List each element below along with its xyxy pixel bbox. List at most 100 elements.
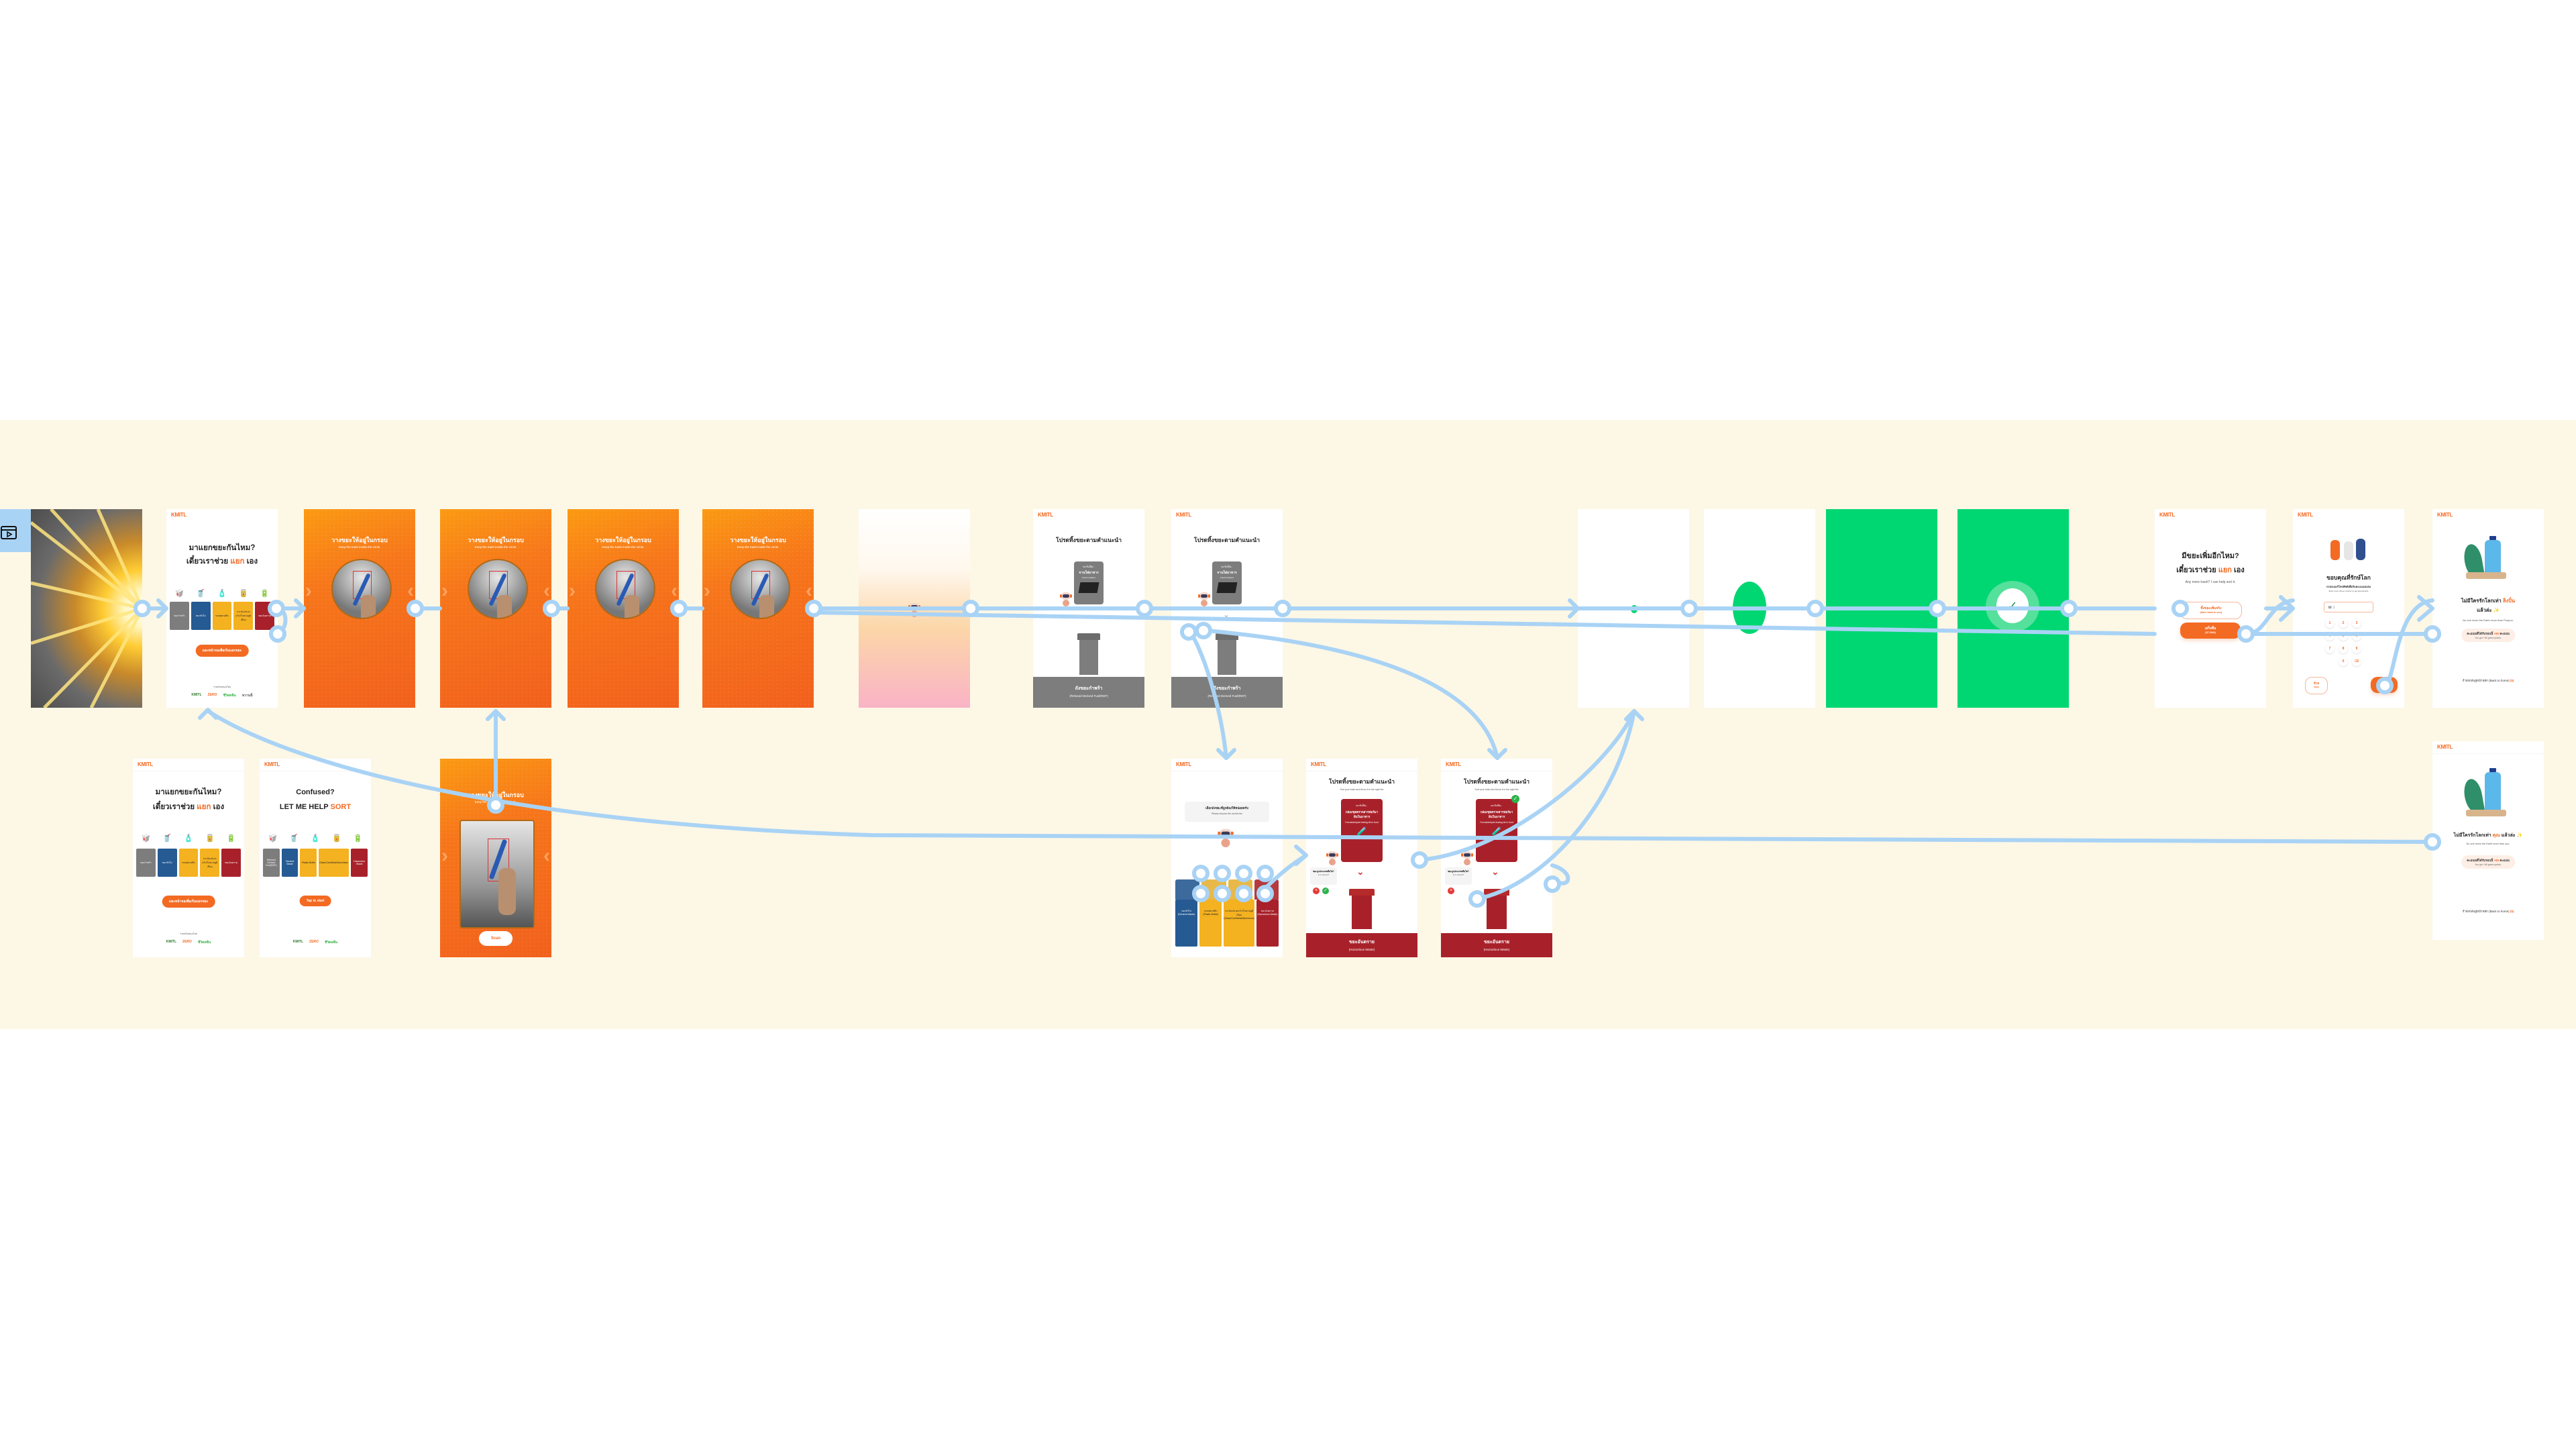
partner-logo: ชีวิตคลีน [197, 941, 211, 945]
more-trash-button[interactable]: ทิ้งขยะเพิ่มจริง (More trash to sort) [2180, 602, 2242, 619]
screen-scan-2[interactable]: วางขยะให้อยู่ในกรอบ Keep the trash insid… [440, 509, 551, 708]
screen-home-th[interactable]: KMITL มาแยกขยะกันไหม? เดี๋ยวเราช่วย แยก … [166, 509, 278, 708]
red-bin-icon [1484, 889, 1509, 929]
correct-button[interactable]: ✓ [1322, 888, 1329, 894]
scan-title: วางขยะให้อยู่ในกรอบ [331, 537, 388, 543]
plastic-bottle-icon: 🧴 [311, 835, 320, 843]
phone-subtitle-en: Enter your phone number to get greenpoin… [2328, 590, 2369, 592]
screen-more-trash[interactable]: KMITL มีขยะเพิ่มอีกไหม? เดี๋ยวเราช่วย แย… [2155, 509, 2266, 708]
home-en-title-line2: LET ME HELP SORT [260, 802, 371, 813]
red-bin-icon [1349, 889, 1375, 929]
general-waste-icon: 🥤 [196, 590, 206, 598]
screen-scan-3[interactable]: วางขยะให้อยู่ในกรอบ Keep the trash insid… [568, 509, 679, 708]
screen-thanks-named[interactable]: KMITL ไม่มีใครรักโลกเท่า ลิงปั๋น แล้วล่ะ… [2432, 509, 2544, 708]
screen-loading[interactable] [859, 509, 970, 708]
wrong-button[interactable]: × [1313, 888, 1320, 894]
food-container-icon [1078, 582, 1099, 593]
screen-transition-dot[interactable] [1578, 509, 1689, 708]
screen-success-check[interactable]: ✓ [1957, 509, 2069, 708]
instruct-title: โปรดทิ้งขยะตามคำแนะนำ [1329, 778, 1395, 785]
skip-button[interactable]: ข้าม (Skip) [2305, 677, 2328, 694]
screen-scan-4[interactable]: วางขยะให้อยู่ในกรอบ Keep the trash insid… [702, 509, 814, 708]
screen-instruct-hazardous-2[interactable]: KMITL โปรดทิ้งขยะตามคำแนะนำ Sort your tr… [1441, 759, 1552, 957]
earth-lover-illustration [2459, 536, 2520, 583]
choose-bin-hazardous[interactable]: ขยะอันตราย(Hazardous Waste) [1256, 900, 1279, 947]
screen-thanks-generic[interactable]: KMITL ไม่มีใครรักโลกเท่า คุณ แล้วล่ะ ✨ N… [2432, 741, 2544, 940]
finish-button[interactable]: เสร็จสิ้น (AT-0043) [2180, 623, 2241, 639]
bin-en: (Hazardous Waste) [1348, 948, 1375, 951]
phone-input[interactable]: ☎ 1 [2324, 602, 2373, 612]
start-sorting-button[interactable]: แตะหน้าจอเพื่อเริ่มแยกขยะ [195, 645, 249, 657]
scan-button[interactable]: Scan [479, 931, 513, 946]
can-glass-icon: 🥫 [205, 835, 215, 843]
title-text: เดี๋ยวเราช่วย [2176, 566, 2216, 574]
prototype-start-flag[interactable] [0, 509, 31, 552]
food-container-icon [1216, 582, 1238, 593]
screen-phone-entry[interactable]: KMITL ขอบคุณที่รักษ์โลก กรอกเบอร์โทรศัพท… [2293, 509, 2404, 708]
screen-scan-1[interactable]: วางขยะให้อยู่ในกรอบ Keep the trash insid… [304, 509, 415, 708]
waste-icons: 🥡🥤🧴🥫🔋 [263, 829, 368, 843]
countdown: (5) [2510, 679, 2514, 682]
screen-transition-circle[interactable] [1704, 509, 1815, 708]
card-item: จานใส่อาหาร [1217, 571, 1237, 575]
screen-choose-bin[interactable]: KMITL เลือกถังขยะที่ถูกต้องให้หน่อยครับ … [1171, 759, 1283, 957]
numpad-key[interactable]: 7 [2325, 644, 2334, 653]
wrong-button[interactable]: × [1448, 888, 1454, 894]
screen-instruct-hazardous-1[interactable]: KMITL โปรดทิ้งขยะตามคำแนะนำ Sort your tr… [1306, 759, 1417, 957]
bin-name: ถังขยะกำพร้า [1213, 686, 1241, 691]
points-badge: คะแนนที่ได้รับรอบนี้ +65 คะแนน You got +… [2461, 855, 2515, 869]
rdf-waste-icon: 🥡 [174, 590, 184, 598]
title-accent: แยก [230, 557, 245, 566]
rdf-waste-icon: 🥡 [268, 835, 278, 843]
screen-instruct-rdf-2[interactable]: KMITL โปรดทิ้งขยะตามคำแนะนำ ขยะชิ้นนี้คื… [1171, 509, 1283, 708]
countdown: (5) [2510, 910, 2514, 913]
numpad-key[interactable]: 8 [2339, 644, 2348, 653]
choose-bin-general[interactable]: ขยะทั่วไป(General Waste) [1175, 900, 1198, 947]
bin-rdf: Refused Derived Fuel(RDF) [263, 849, 280, 877]
back-to-home-countdown[interactable]: กำลังกลับสู่หน้าหลัก (Back to home) (5) [2432, 678, 2544, 683]
numpad: 1 2 3 4 5 6 7 8 9 0 ⌫ [2325, 619, 2361, 666]
confirm-button[interactable]: ยืนยัน (Confirm) [2371, 677, 2398, 693]
bin-categories: Refused Derived Fuel(RDF) General Waste … [263, 849, 368, 877]
title-accent: แยก [2218, 566, 2232, 574]
card-item: จานใส่อาหาร [1079, 571, 1099, 575]
partner-logo: ZERO [182, 940, 192, 944]
tap-to-start-button[interactable]: Tap to start [299, 896, 331, 906]
screen-transition-green[interactable] [1826, 509, 1937, 708]
thanks-title: ขอบคุณที่รักษ์โลก [2326, 574, 2371, 581]
test-kit-icon: 🧪 [1491, 826, 1502, 836]
start-sorting-button[interactable]: แตะหน้าจอเพื่อเริ่มแยกขยะ [162, 896, 215, 908]
numpad-key[interactable]: 5 [2339, 631, 2348, 641]
numpad-key[interactable]: 9 [2352, 644, 2361, 653]
title-text: ไม่มีใครรักโลกเท่า [2453, 833, 2491, 838]
numpad-key[interactable]: 4 [2325, 631, 2334, 641]
choose-bin-plastic[interactable]: ขวดพลาสติก(Plastic Bottle) [1199, 900, 1222, 947]
button-sublabel: (Skip) [2313, 686, 2320, 688]
numpad-key[interactable]: 0 [2339, 657, 2348, 666]
camera-viewfinder [331, 559, 392, 619]
button-label: ทิ้งขยะเพิ่มจริง [2200, 606, 2222, 610]
numpad-key[interactable]: 6 [2352, 631, 2361, 641]
bin-cans: Glass/Can/Metal/Aluminium [319, 849, 350, 877]
bin-hazardous: ขยะอันตราย [221, 849, 241, 877]
numpad-key[interactable]: 1 [2325, 619, 2334, 628]
chevron-left-icon: ‹ [543, 845, 550, 867]
numpad-key[interactable]: 2 [2339, 619, 2348, 628]
instruct-title: โปรดทิ้งขยะตามคำแนะนำ [1056, 537, 1122, 543]
back-to-home-countdown[interactable]: กำลังกลับสู่หน้าหลัก (Back to home) (5) [2432, 909, 2544, 914]
screen-home-en[interactable]: KMITL Confused? LET ME HELP SORT 🥡🥤🧴🥫🔋 R… [260, 759, 371, 957]
check-icon: ✓ [1996, 588, 2029, 623]
screen-intro-animation[interactable] [31, 509, 142, 708]
bin-label-bar: ถังขยะกำพร้า (Refused Derived Fuel(RDF) [1171, 677, 1283, 708]
home-title-line1: มาแยกขยะกันไหม? [155, 788, 222, 796]
choose-bin-cans[interactable]: กระป๋อง/ขวดแก้ว/โลหะ/อลูมิเนียม(Glass/Ca… [1224, 900, 1254, 947]
screen-home-th-alt[interactable]: KMITL มาแยกขยะกันไหม? เดี๋ยวเราช่วย แยก … [133, 759, 244, 957]
numpad-key[interactable]: 3 [2352, 619, 2361, 628]
screen-instruct-rdf-1[interactable]: KMITL โปรดทิ้งขยะตามคำแนะนำ ขยะชิ้นนี้คื… [1033, 509, 1144, 708]
kmitl-logo: KMITL [1176, 512, 1191, 518]
title-accent: แยก [197, 803, 211, 811]
screen-scan-capture[interactable]: วางขยะให้อยู่ในกรอบ Keep the trash insid… [440, 759, 551, 957]
partner-logo: KMITL [191, 693, 202, 697]
backspace-icon[interactable]: ⌫ [2352, 657, 2361, 666]
scan-title: วางขยะให้อยู่ในกรอบ [595, 537, 651, 543]
